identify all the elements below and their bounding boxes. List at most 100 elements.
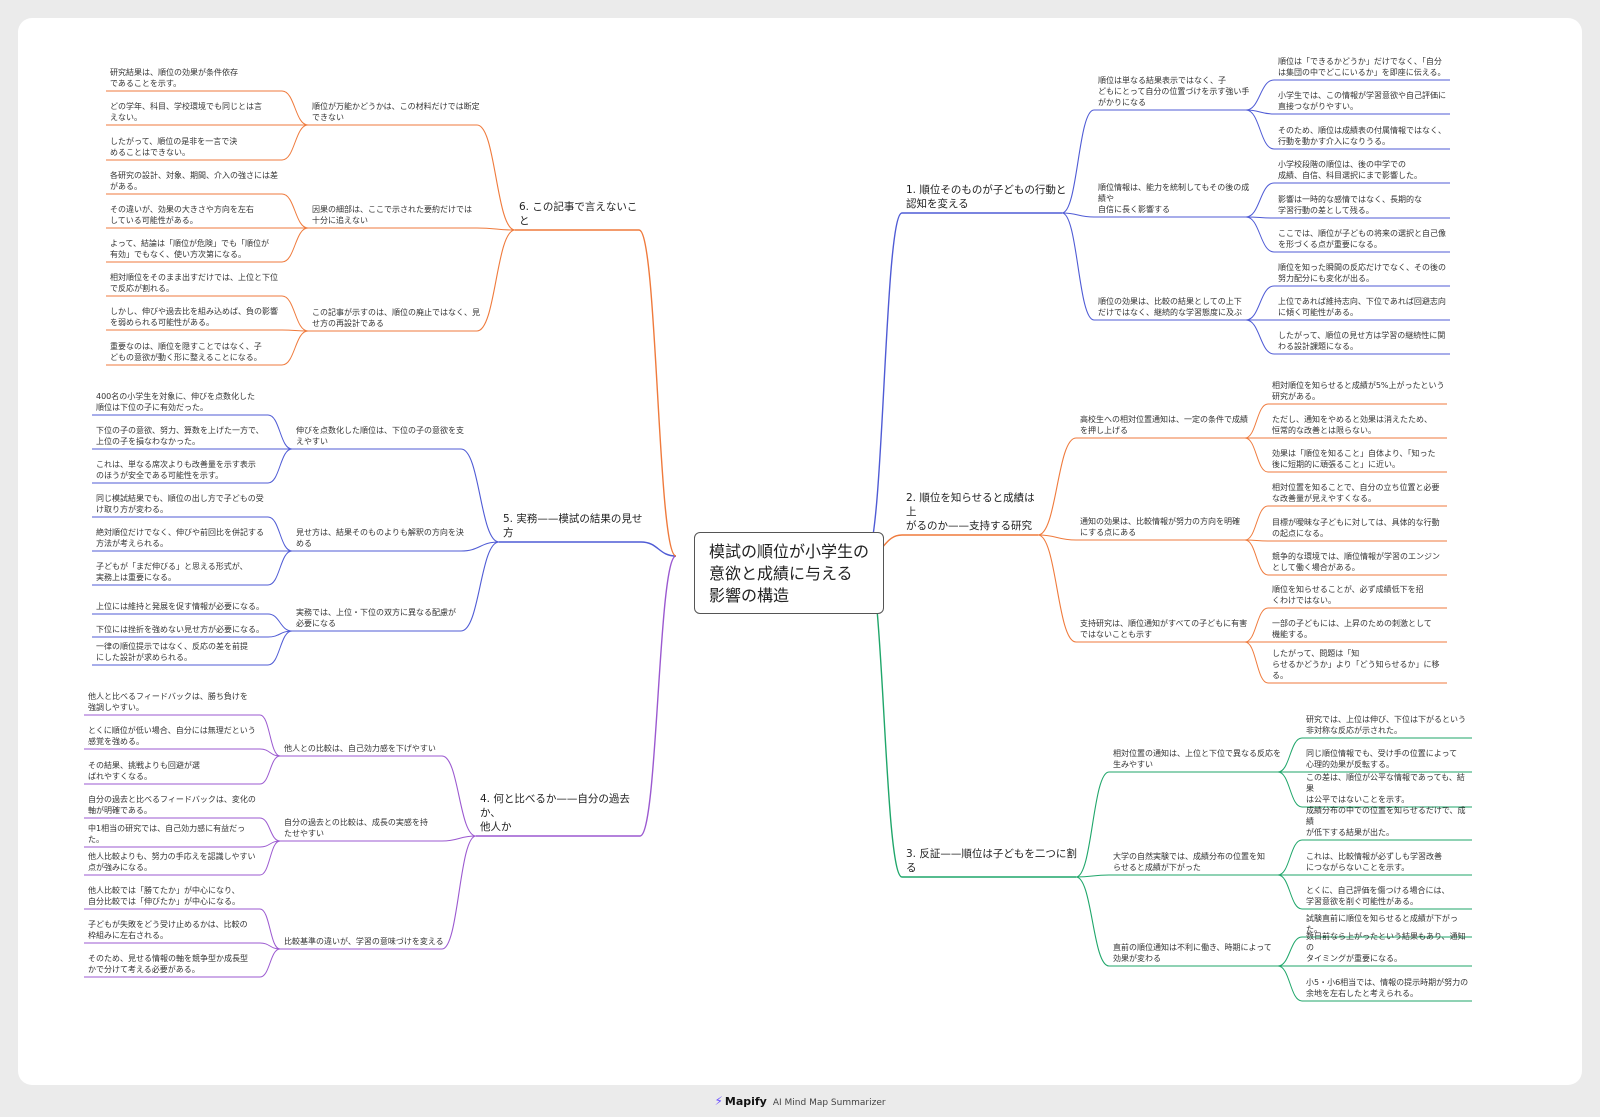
branch-topic[interactable]: 4. 何と比べるか——自分の過去か、 他人か <box>480 793 630 833</box>
detail-point[interactable]: 試験直前に順位を知らせると成績が下がった。 <box>1306 914 1458 934</box>
subtopic[interactable]: 自分の過去との比較は、成長の実感を持 たせやすい <box>284 818 428 838</box>
connector-subtopic-to-detail <box>281 329 309 332</box>
subtopic[interactable]: 順位が万能かどうかは、この材料だけでは断定 できない <box>312 102 480 122</box>
branch-topic[interactable]: 6. この記事で言えないこと <box>519 201 638 227</box>
detail-point[interactable]: 絶対順位だけでなく、伸びや前回比を併記する 方法が考えられる。 <box>96 528 264 548</box>
branch-topic[interactable]: 5. 実務——模試の結果の見せ方 <box>503 513 643 539</box>
connector-center-to-branch <box>640 541 677 557</box>
connector-subtopic-to-detail <box>1244 539 1269 576</box>
detail-point[interactable]: 自分の過去と比べるフィードバックは、変化の 軸が明確である。 <box>88 795 256 815</box>
subtopic[interactable]: 順位の効果は、比較の結果としての上下 だけではなく、継続的な学習態度に及ぶ <box>1098 297 1242 317</box>
detail-point[interactable]: これは、単なる席次よりも改善量を示す表示 のほうが安全である可能性を示す。 <box>96 460 256 480</box>
connector-branch-to-subtopic <box>1061 109 1095 214</box>
subtopic[interactable]: 伸びを点数化した順位は、下位の子の意欲を支 えやすい <box>296 426 464 446</box>
detail-point[interactable]: 下位には挫折を強めない見せ方が必要になる。 <box>96 625 264 634</box>
connector-subtopic-to-detail <box>267 613 293 632</box>
detail-point[interactable]: 効果は「順位を知ること」自体より、「知った 後に短期的に頑張ること」に近い。 <box>1272 449 1436 469</box>
connector-branch-to-subtopic <box>1075 874 1110 878</box>
detail-point[interactable]: 成績分布の中での位置を知らせるだけで、成績 が低下する結果が出た。 <box>1306 806 1466 837</box>
connector-branch-to-subtopic <box>460 541 500 552</box>
detail-point[interactable]: 子どもが「まだ伸びる」と思える形式が、 実務上は重要になる。 <box>96 562 248 582</box>
detail-point[interactable]: 下位の子の意欲、努力、算数を上げた一方で、 上位の子を損なわなかった。 <box>96 426 264 446</box>
detail-point[interactable]: 他人比較では「勝てたか」が中心になり、 自分比較では「伸びたか」が中心になる。 <box>88 886 240 906</box>
detail-point[interactable]: とくに順位が低い場合、自分には無理だという 感覚を強める。 <box>88 726 256 746</box>
detail-point[interactable]: その結果、挑戦よりも回避が選 ばれやすくなる。 <box>88 761 200 781</box>
detail-point[interactable]: 一律の順位提示ではなく、反応の差を前提 にした設計が求められる。 <box>96 642 248 662</box>
detail-point[interactable]: 小学校段階の順位は、後の中学での 成績、自信、科目選択にまで影響した。 <box>1278 160 1422 180</box>
detail-point[interactable]: 一部の子どもには、上昇のための刺激として 機能する。 <box>1272 619 1432 639</box>
connector-subtopic-to-detail <box>259 748 281 757</box>
detail-point[interactable]: とくに、自己評価を傷つける場合には、 学習意欲を削ぐ可能性がある。 <box>1306 886 1450 906</box>
detail-point[interactable]: よって、結論は「順位が危険」でも「順位が 有効」でもなく、使い方次第になる。 <box>110 239 269 259</box>
detail-point[interactable]: 研究では、上位は伸び、下位は下がるという 非対称な反応が示された。 <box>1306 715 1466 735</box>
subtopic[interactable]: 他人との比較は、自己効力感を下げやすい <box>284 744 436 753</box>
detail-point[interactable]: そのため、見せる情報の軸を競争型か成長型 かで分けて考える必要がある。 <box>88 954 248 974</box>
detail-point[interactable]: 影響は一時的な感情ではなく、長期的な 学習行動の差として残る。 <box>1278 195 1422 215</box>
subtopic[interactable]: 支持研究は、順位通知がすべての子どもに有害 ではないことも示す <box>1080 619 1248 639</box>
subtopic[interactable]: 比較基準の違いが、学習の意味づけを変える <box>284 937 444 946</box>
subtopic[interactable]: 直前の順位通知は不利に働き、時期によって 効果が変わる <box>1113 943 1272 963</box>
connector-branch-to-subtopic <box>476 229 516 332</box>
connector-branch-to-subtopic <box>460 448 500 543</box>
detail-point[interactable]: 順位は「できるかどうか」だけでなく、「自分 は集団の中でどこにいるか」を即座に伝… <box>1278 57 1446 77</box>
mind-map-canvas: 模試の順位が小学生の 意欲と成績に与える 影響の構造 1. 順位そのものが子ども… <box>18 18 1582 1085</box>
connector-subtopic-to-detail <box>1277 771 1303 808</box>
connector-subtopic-to-detail <box>1245 319 1275 355</box>
detail-point[interactable]: 競争的な環境では、順位情報が学習のエンジン として働く場合がある。 <box>1272 552 1440 572</box>
detail-point[interactable]: その違いが、効果の大きさや方向を左右 している可能性がある。 <box>110 205 254 225</box>
connector-branch-to-subtopic <box>1037 437 1077 536</box>
detail-point[interactable]: 相対順位を知らせると成績が5%上がったという 研究がある。 <box>1272 381 1445 401</box>
branch-topic[interactable]: 2. 順位を知らせると成績は上 がるのか——支持する研究 <box>906 492 1035 532</box>
mind-map-connectors <box>84 79 1472 1002</box>
subtopic[interactable]: 順位情報は、能力を統制してもその後の成績や 自信に長く影響する <box>1098 183 1250 214</box>
subtopic[interactable]: 因果の細部は、ここで示された要約だけでは 十分に追えない <box>312 205 472 225</box>
detail-point[interactable]: 上位には維持と発展を促す情報が必要になる。 <box>96 602 264 611</box>
branch-topic[interactable]: 3. 反証——順位は子どもを二つに割る <box>906 848 1077 874</box>
detail-point[interactable]: したがって、問題は「知 らせるかどうか」より「どう知らせるか」に移 る。 <box>1272 649 1440 680</box>
subtopic[interactable]: 相対位置の通知は、上位と下位で異なる反応を 生みやすい <box>1113 749 1281 769</box>
subtopic[interactable]: 大学の自然実験では、成績分布の位置を知 らせると成績が下がった <box>1113 852 1265 872</box>
connector-subtopic-to-detail <box>1277 936 1303 967</box>
detail-point[interactable]: しかし、伸びや過去比を組み込めば、負の影響 を弱められる可能性がある。 <box>110 307 278 327</box>
branch-topic[interactable]: 1. 順位そのものが子どもの行動と 認知を変える <box>906 184 1067 210</box>
detail-point[interactable]: 小学生では、この情報が学習意欲や自己評価に 直接つながりやすい。 <box>1278 91 1446 111</box>
subtopic[interactable]: 見せ方は、結果そのものよりも解釈の方向を決 める <box>296 528 464 548</box>
detail-point[interactable]: 小5・小6相当では、情報の提示時期が努力の 余地を左右したと考えられる。 <box>1306 978 1469 998</box>
subtopic[interactable]: 実務では、上位・下位の双方に異なる配慮が 必要になる <box>296 608 456 628</box>
detail-point[interactable]: ただし、通知をやめると効果は消えたため、 恒常的な改善とは限らない。 <box>1272 415 1432 435</box>
detail-point[interactable]: 順位を知った瞬間の反応だけでなく、その後の 努力配分にも変化が出る。 <box>1278 263 1446 283</box>
subtopic[interactable]: 高校生への相対位置通知は、一定の条件で成績 を押し上げる <box>1080 415 1248 435</box>
detail-point[interactable]: 中1相当の研究では、自己効力感に有益だった。 <box>88 824 246 844</box>
connector-branch-to-subtopic <box>441 835 477 950</box>
detail-point[interactable]: 研究結果は、順位の効果が条件依存 であることを示す。 <box>110 68 238 88</box>
detail-point[interactable]: 他人と比べるフィードバックは、勝ち負けを 強調しやすい。 <box>88 692 248 712</box>
detail-point[interactable]: この差は、順位が公平な情報であっても、結果 は公平ではないことを示す。 <box>1306 773 1465 804</box>
detail-point[interactable]: そのため、順位は成績表の付属情報ではなく、 行動を動かす介入になりうる。 <box>1278 126 1446 146</box>
detail-point[interactable]: 数日前なら上がったという結果もあり、通知の タイミングが重要になる。 <box>1306 932 1466 963</box>
detail-point[interactable]: 順位を知らせることが、必ず成績低下を招 くわけではない。 <box>1272 585 1424 605</box>
subtopic[interactable]: 順位は単なる結果表示ではなく、子 どもにとって自分の位置づけを示す強い手 がかり… <box>1098 76 1250 107</box>
detail-point[interactable]: 相対位置を知ることで、自分の立ち位置と必要 な改善量が見えやすくなる。 <box>1272 483 1440 503</box>
detail-point[interactable]: 同じ模試結果でも、順位の出し方で子どもの受 け取り方が変わる。 <box>96 494 264 514</box>
detail-point[interactable]: 他人比較よりも、努力の手応えを認識しやすい 点が強みになる。 <box>88 852 256 872</box>
detail-point[interactable]: 400名の小学生を対象に、伸びを点数化した 順位は下位の子に有効だった。 <box>96 392 256 412</box>
subtopic[interactable]: この記事が示すのは、順位の廃止ではなく、見 せ方の再設計である <box>312 308 480 328</box>
detail-point[interactable]: 同じ順位情報でも、受け手の位置によって 心理的効果が反転する。 <box>1306 749 1458 769</box>
connector-subtopic-to-detail <box>281 227 309 263</box>
detail-point[interactable]: 重要なのは、順位を隠すことではなく、子 どもの意欲が動く形に整えることになる。 <box>110 342 262 362</box>
central-topic[interactable]: 模試の順位が小学生の 意欲と成績に与える 影響の構造 <box>694 532 884 614</box>
detail-point[interactable]: 目標が曖昧な子どもに対しては、具体的な行動 の起点になる。 <box>1272 518 1440 538</box>
detail-point[interactable]: したがって、順位の見せ方は学習の継続性に関 わる設計課題になる。 <box>1278 331 1446 351</box>
detail-point[interactable]: 上位であれば維持志向、下位であれば回避志向 に傾く可能性がある。 <box>1278 297 1446 317</box>
detail-point[interactable]: 子どもが失敗をどう受け止めるかは、比較の 枠組みに左右される。 <box>88 920 248 940</box>
subtopic[interactable]: 通知の効果は、比較情報が努力の方向を明確 にする点にある <box>1080 517 1240 537</box>
detail-point[interactable]: 相対順位をそのまま出すだけでは、上位と下位 で反応が割れる。 <box>110 273 278 293</box>
detail-point[interactable]: ここでは、順位が子どもの将来の選択と自己像 を形づくる点が重要になる。 <box>1278 229 1446 249</box>
detail-point[interactable]: 各研究の設計、対象、期間、介入の強さには差 がある。 <box>110 171 278 191</box>
detail-point[interactable]: これは、比較情報が必ずしも学習改善 につながらないことを示す。 <box>1306 852 1442 872</box>
connector-subtopic-to-detail <box>1244 539 1269 542</box>
footer-brand: Mapify <box>724 1095 767 1108</box>
detail-point[interactable]: したがって、順位の是非を一言で決 めることはできない。 <box>110 137 238 157</box>
detail-point[interactable]: どの学年、科目、学校環境でも同じとは言 えない。 <box>110 102 262 122</box>
